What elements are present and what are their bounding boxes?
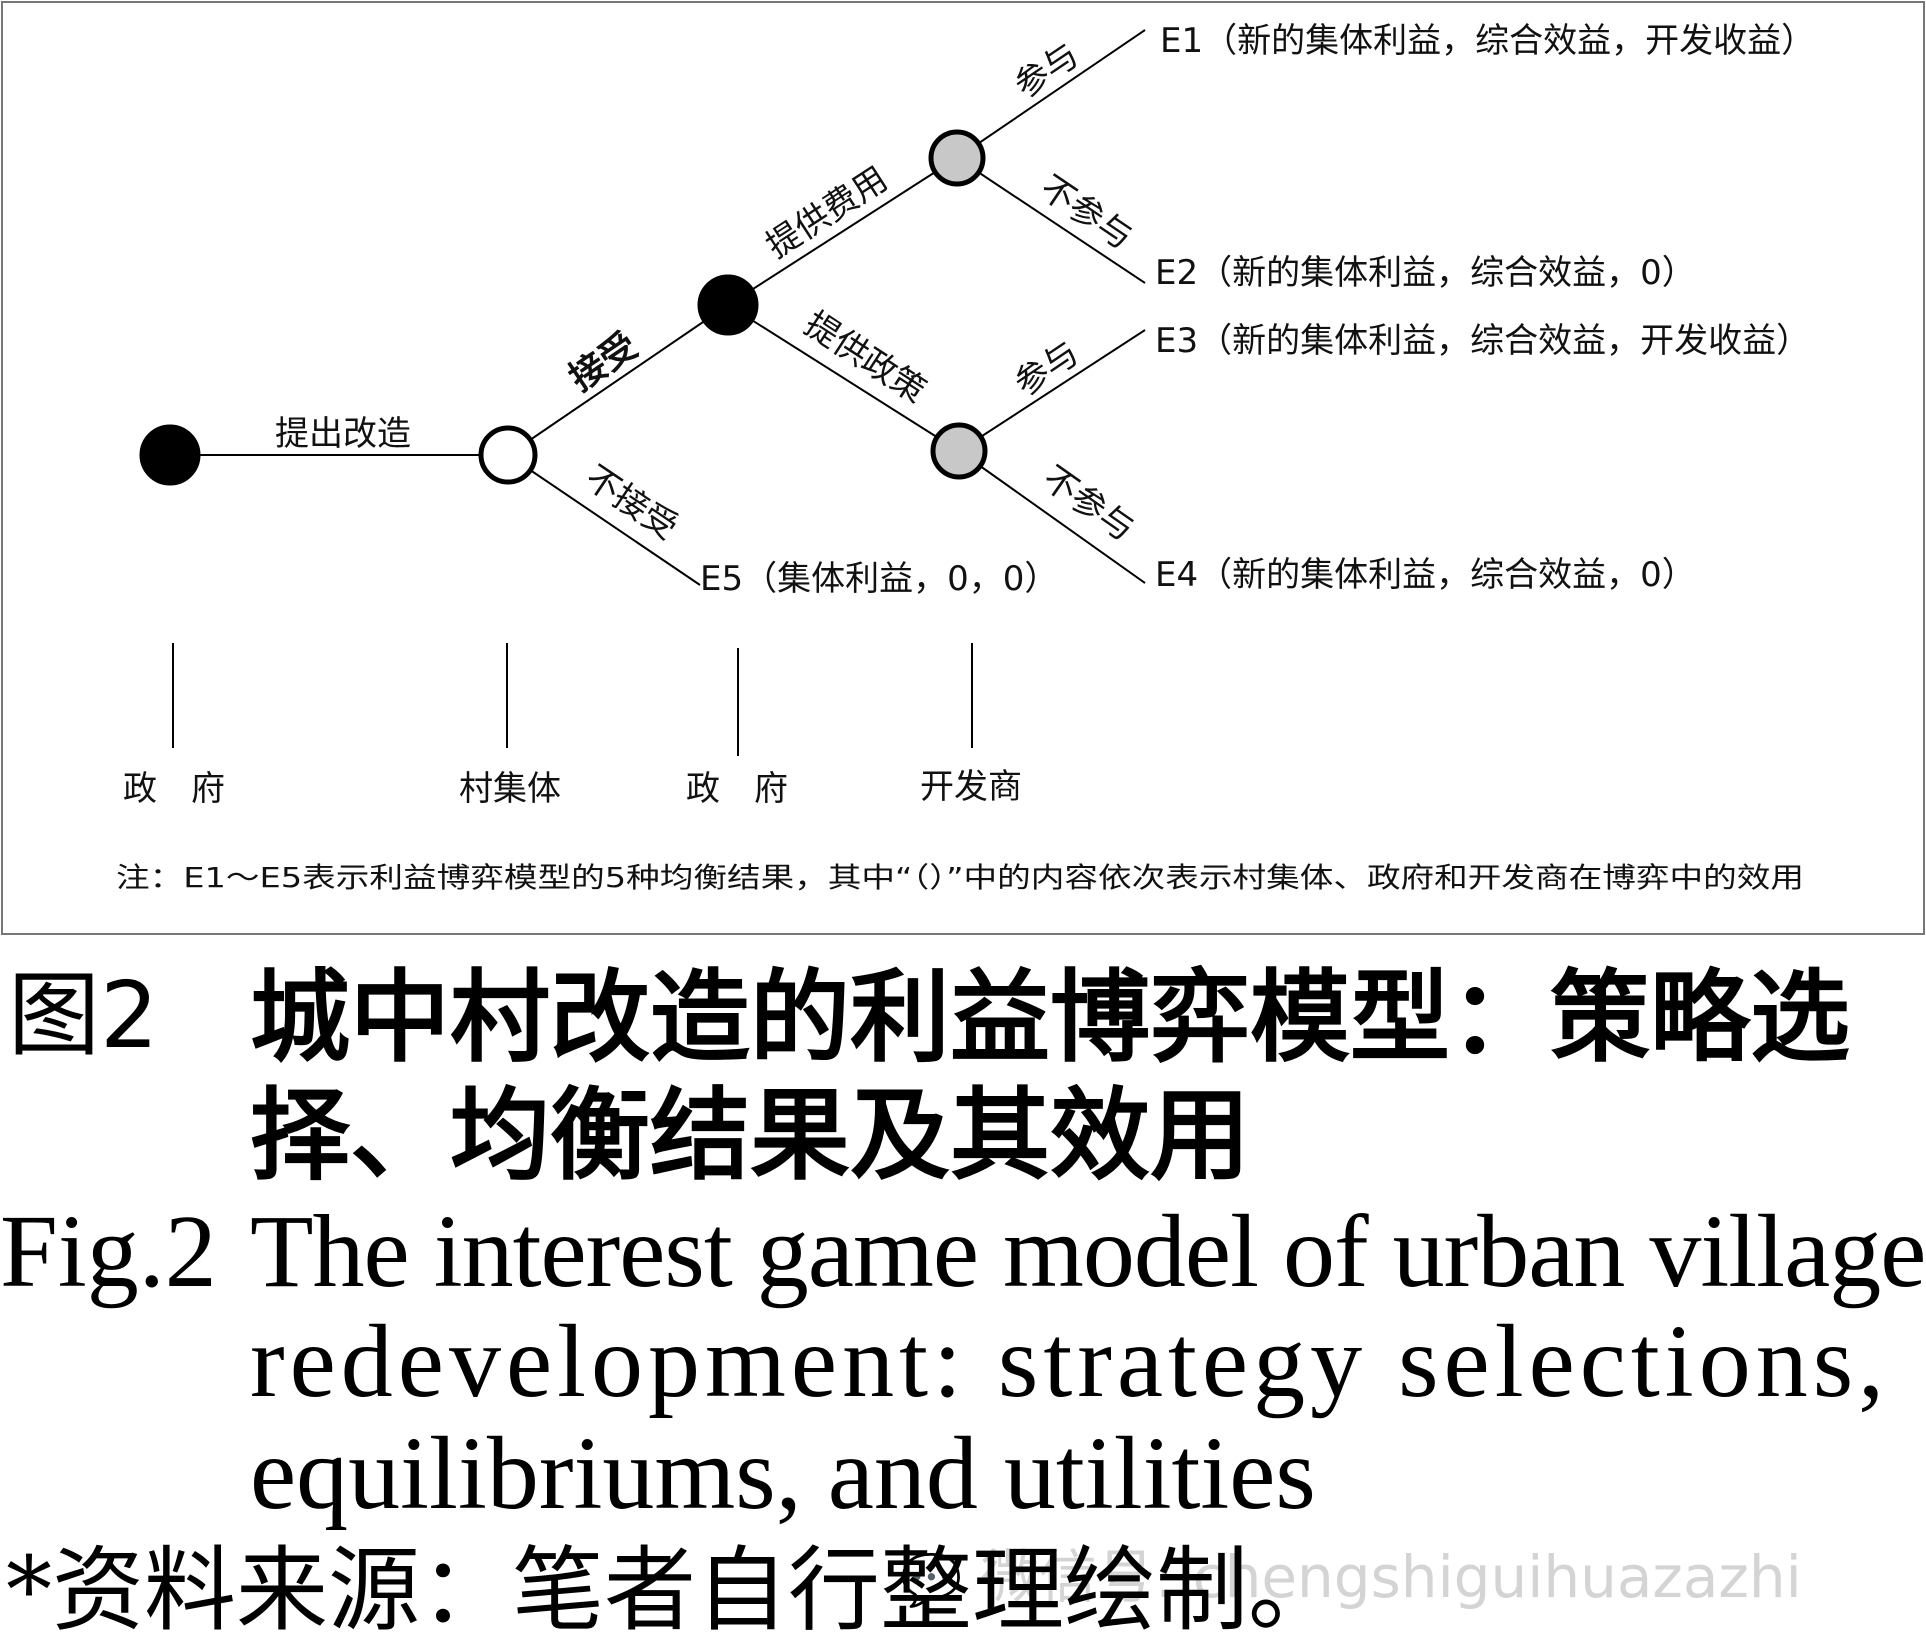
- node-village: [478, 425, 538, 485]
- edge-participate-2: [958, 329, 1146, 452]
- edge-participate-1: [956, 29, 1146, 159]
- outcome-e3: E3（新的集体利益，综合效益，开发收益）: [1155, 321, 1810, 361]
- node-developer-2: [930, 422, 988, 480]
- node-government-2: [697, 274, 759, 336]
- player-label-developer: 开发商: [920, 767, 1022, 807]
- caption-source: *资料来源：笔者自行整理绘制。: [6, 1537, 1341, 1644]
- tree-edges: [170, 29, 1146, 586]
- watermark-text: 💬 微信号: chengshiguihuazazhi: [900, 1530, 1802, 1614]
- watermark-label: 微信号: chengshiguihuazazhi: [980, 1543, 1802, 1611]
- player-label-government-2: 政 府: [686, 769, 788, 809]
- move-label-propose: 提出改造: [275, 414, 411, 454]
- caption-en-line3: equilibriums, and utilities: [250, 1416, 1316, 1531]
- wechat-icon: 💬: [900, 1551, 963, 1609]
- caption-en-line2: redevelopment: strategy selections,: [250, 1304, 1890, 1419]
- player-label-village: 村集体: [459, 769, 561, 809]
- caption-cn-line1: 城中村改造的利益博弈模型：策略选: [250, 959, 1850, 1076]
- outcome-e1: E1（新的集体利益，综合效益，开发收益）: [1160, 21, 1815, 61]
- caption-cn-line2: 择、均衡结果及其效用: [250, 1077, 1250, 1194]
- diagram-note: 注：E1～E5表示利益博弈模型的5种均衡结果，其中“（）”中的内容依次表示村集体…: [116, 861, 1804, 894]
- outcome-e4: E4（新的集体利益，综合效益，0）: [1155, 555, 1696, 595]
- edge-reject: [507, 454, 701, 586]
- edge-provide-funds: [727, 157, 958, 306]
- edge-provide-policy: [727, 304, 960, 452]
- player-markers: [172, 643, 973, 756]
- caption-en-line1: The interest game model of urban village: [250, 1194, 1926, 1309]
- outcome-e5: E5（集体利益，0，0）: [700, 559, 1058, 599]
- outcome-e2: E2（新的集体利益，综合效益，0）: [1155, 253, 1696, 293]
- node-government-root: [139, 424, 201, 486]
- caption-en-label: Fig.2: [0, 1194, 217, 1309]
- node-developer-1: [928, 129, 986, 187]
- edge-not-participate-1: [956, 157, 1146, 284]
- caption-cn-label: 图2: [8, 962, 159, 1069]
- edge-not-participate-2: [958, 450, 1146, 584]
- game-tree-diagram: 提出改造 接受 不接受 提供费用 提供政策 参与 不参与 参与 不参与 E1（新…: [1, 1, 1925, 935]
- edge-accept: [507, 304, 729, 456]
- player-label-government-1: 政 府: [123, 769, 225, 809]
